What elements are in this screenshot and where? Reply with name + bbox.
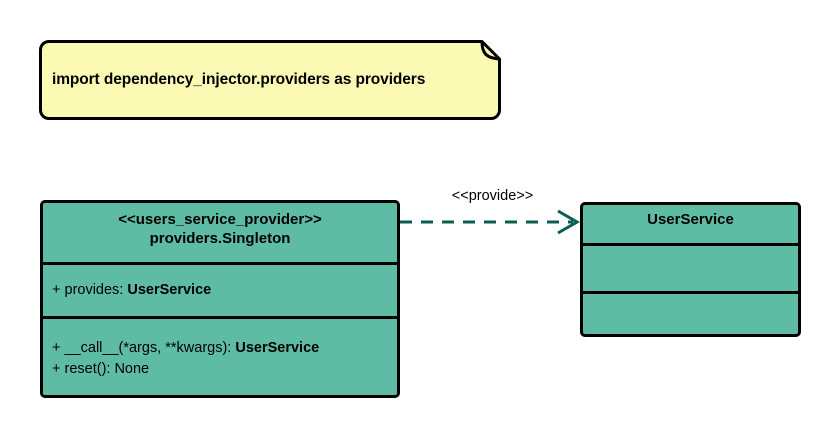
operation-visibility: + [52, 339, 61, 356]
connector-label: <<provide>> [451, 188, 534, 204]
arrowhead-open-icon [557, 209, 580, 235]
attribute-type: UserService [127, 282, 212, 298]
connector-provide[interactable] [395, 186, 590, 242]
attribute-visibility: + [52, 282, 61, 298]
note-shape-icon [39, 40, 501, 120]
class-operations-compartment [583, 291, 798, 334]
attribute-row: + provides: UserService [52, 280, 211, 301]
class-title-compartment: UserService [583, 205, 798, 243]
class-name: providers.Singleton [149, 230, 291, 247]
note-import[interactable]: import dependency_injector.providers as … [39, 40, 501, 120]
class-attributes-compartment: + provides: UserService [43, 262, 397, 316]
class-attributes-compartment [583, 243, 798, 291]
operation-visibility: + [52, 360, 61, 377]
operation-row: + reset(): None [52, 359, 388, 380]
operation-return-type: None [114, 360, 150, 377]
class-operations-compartment: + __call__(*args, **kwargs): UserService… [43, 316, 397, 395]
operation-row: + __call__(*args, **kwargs): UserService [52, 338, 388, 359]
operation-signature: __call__(*args, **kwargs): [64, 339, 232, 356]
operation-return-type: UserService [235, 339, 320, 356]
class-box-users-service-provider[interactable]: <<users_service_provider>> providers.Sin… [40, 200, 400, 398]
class-title-compartment: <<users_service_provider>> providers.Sin… [43, 203, 397, 262]
attribute-name: provides: [64, 282, 124, 298]
note-text: import dependency_injector.providers as … [52, 71, 426, 88]
class-box-user-service[interactable]: UserService [580, 202, 801, 337]
class-name: UserService [647, 211, 734, 228]
operation-signature: reset(): [64, 360, 111, 377]
class-stereotype: <<users_service_provider>> [118, 211, 322, 228]
